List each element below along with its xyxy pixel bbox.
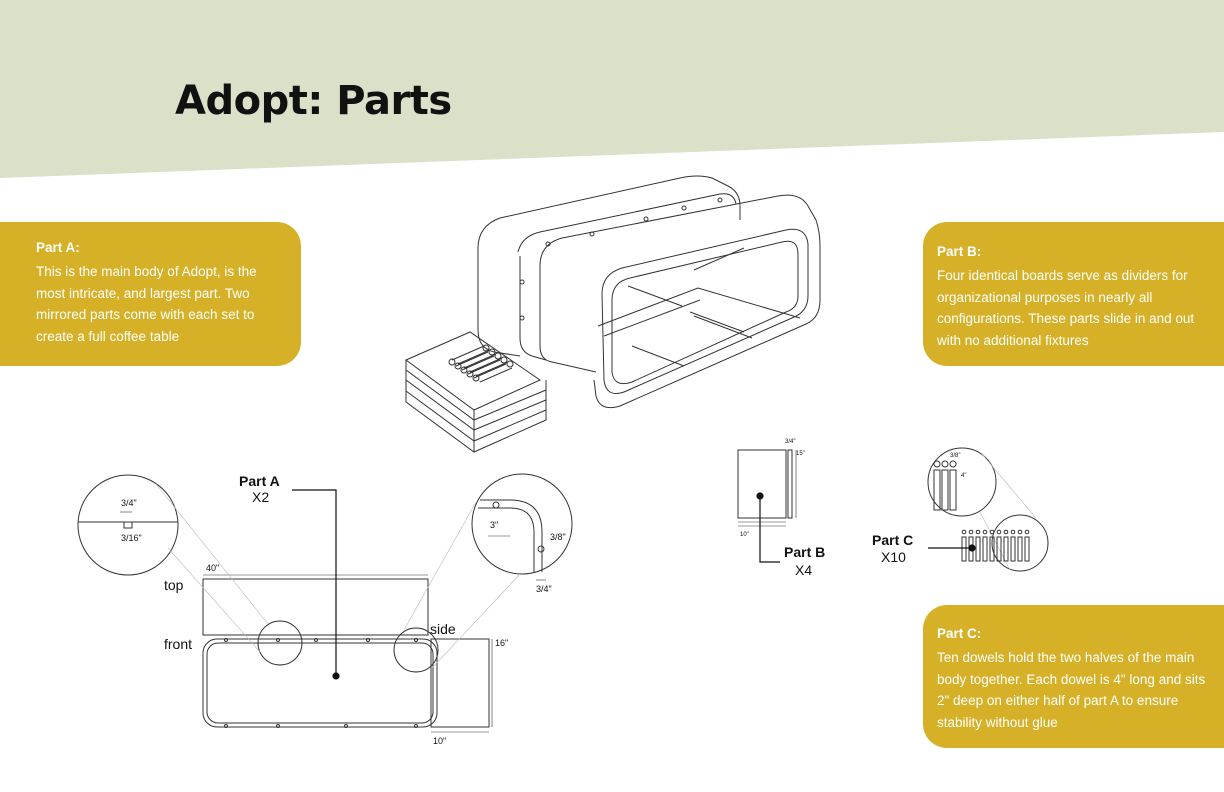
part-a-side-view xyxy=(430,638,490,728)
part-c-leader xyxy=(928,544,976,552)
part-a-label: Part A xyxy=(239,473,280,489)
part-a-card-heading: Part A: xyxy=(36,240,80,255)
part-a-card: Part A: This is the main body of Adopt, … xyxy=(0,222,301,366)
corner-radius-dimension: 3" xyxy=(490,520,498,530)
part-c-length-dimension: 4" xyxy=(961,473,966,479)
groove-width-dimension: 3/4" xyxy=(121,498,137,508)
part-b-height-dimension: 15" xyxy=(796,451,805,457)
title-banner xyxy=(0,0,1224,178)
wall-dimension: 3/4" xyxy=(536,584,552,594)
height-dimension: 16" xyxy=(495,638,508,648)
part-c-label: Part C xyxy=(872,532,913,548)
part-c-diameter-dimension: 3/8" xyxy=(950,453,960,459)
part-b-card-heading: Part B: xyxy=(937,244,982,259)
top-view-label: top xyxy=(164,577,184,593)
length-dimension: 40" xyxy=(206,563,219,573)
part-b-card-text: Four identical boards serve as dividers … xyxy=(937,268,1195,348)
part-a-card-text: This is the main body of Adopt, is the m… xyxy=(36,264,257,344)
part-c-detail-callout xyxy=(927,447,1049,572)
part-a-leader xyxy=(292,489,340,680)
groove-depth-dimension: 3/16" xyxy=(121,533,142,543)
part-b-thickness-dimension: 3/4" xyxy=(785,439,795,445)
part-b-card: Part B: Four identical boards serve as d… xyxy=(923,222,1224,366)
part-b-quantity: X4 xyxy=(795,562,812,578)
depth-dimension: 10" xyxy=(433,736,446,746)
part-a-front-view xyxy=(202,638,438,728)
groove-detail-callout xyxy=(77,474,303,666)
part-c-card-text: Ten dowels hold the two halves of the ma… xyxy=(937,650,1206,730)
part-c-dowels xyxy=(961,529,1030,562)
part-b-view xyxy=(737,449,797,527)
part-a-top-view xyxy=(202,578,429,636)
part-b-width-dimension: 10" xyxy=(740,532,749,538)
front-view-label: front xyxy=(164,636,192,652)
part-b-label: Part B xyxy=(784,544,825,560)
part-a-quantity: X2 xyxy=(252,489,269,505)
part-c-card: Part C: Ten dowels hold the two halves o… xyxy=(923,605,1224,748)
corner-detail-callout xyxy=(393,473,573,673)
page-title: Adopt: Parts xyxy=(175,78,452,124)
part-b-leader xyxy=(756,492,780,563)
part-c-card-heading: Part C: xyxy=(937,626,982,641)
side-view-label: side xyxy=(430,621,456,637)
isometric-assembly xyxy=(405,175,821,453)
hole-dimension: 3/8" xyxy=(550,532,566,542)
part-c-quantity: X10 xyxy=(881,549,906,565)
